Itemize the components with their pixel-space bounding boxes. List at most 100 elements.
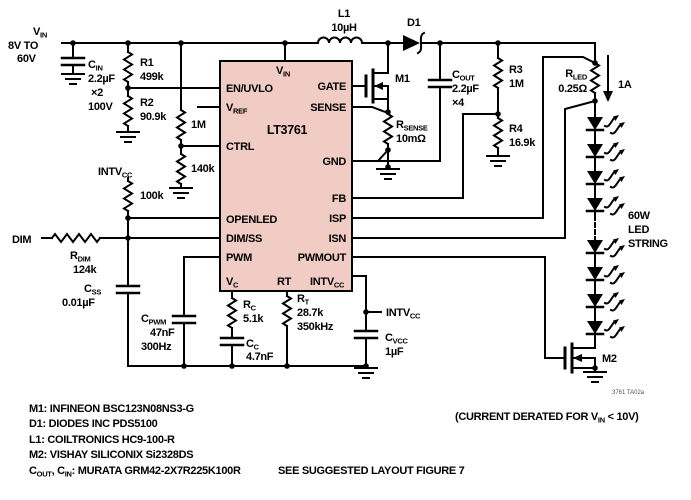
resistor-rc-symbol [227, 297, 237, 329]
rsense-value: 10mΩ [396, 133, 426, 145]
cin-ref: CIN [88, 59, 103, 73]
rdim-ref: RDIM [70, 250, 91, 264]
ic-pin-intvcc: INTVCC [310, 276, 345, 290]
vin-range-2: 60V [17, 53, 37, 65]
rled-ref: RLED [565, 68, 588, 82]
led-symbol [585, 292, 605, 309]
ic-pin-pwm: PWM [226, 252, 252, 264]
inductor-l1-symbol [316, 36, 364, 45]
resistor-100k-symbol [123, 180, 133, 212]
ic-pin-rt: RT [277, 276, 292, 288]
css-ref: CSS [84, 283, 101, 297]
led-symbol [585, 319, 605, 336]
resistor-r1-symbol [123, 51, 133, 83]
l1-value: 10µH [331, 22, 357, 34]
r2-ref: R2 [140, 97, 154, 109]
rdivbot-value: 140k [191, 163, 215, 175]
ic-pin-labels: VIN EN/UVLO VREF LT3761 CTRL OPENLED DIM… [226, 65, 347, 290]
note-m1: M1: INFINEON BSC123N08NS3-G [29, 403, 194, 415]
ground-symbol [169, 187, 193, 199]
ic-pin-openled: OPENLED [226, 214, 277, 226]
led-light-arrows [604, 114, 626, 339]
cpwm-freq: 300Hz [141, 341, 172, 353]
led-string-line2: LED [628, 224, 649, 236]
ground-symbol [583, 371, 607, 383]
diode-d1-cathode [416, 31, 426, 55]
r100k-value: 100k [140, 190, 164, 202]
cc-ref: CC [246, 338, 260, 352]
r3-value: 1M [509, 78, 524, 90]
ic-pin-isp: ISP [329, 213, 346, 225]
ic-pin-sense: SENSE [310, 102, 346, 114]
cvcc-value: 1µF [385, 346, 404, 358]
ground-symbol [116, 131, 140, 143]
rc-value: 5.1k [243, 313, 264, 325]
resistor-rsense-symbol [383, 113, 393, 145]
note-layout: SEE SUGGESTED LAYOUT FIGURE 7 [278, 465, 465, 477]
cpwm-ref: CPWM [141, 313, 166, 327]
r1-ref: R1 [140, 57, 154, 69]
rdim-value: 124k [73, 264, 97, 276]
current-arrowhead [603, 91, 613, 102]
r3-ref: R3 [509, 64, 523, 76]
led-symbol [585, 169, 605, 186]
capacitor-cvcc-symbol [353, 329, 379, 340]
cout-qty: ×4 [452, 97, 465, 109]
cpwm-value: 47nF [150, 327, 175, 339]
rc-ref: RC [243, 299, 257, 313]
cin-value: 2.2µF [88, 73, 115, 85]
cin-qty: ×2 [91, 87, 103, 99]
rt-ref: RT [297, 293, 310, 307]
led-symbol [585, 196, 605, 213]
resistor-rdim-symbol [51, 233, 101, 243]
led-string-line3: STRING [628, 238, 668, 250]
ground-symbol [486, 155, 510, 167]
note-l1: L1: COILTRONICS HC9-100-R [29, 434, 175, 446]
ic-pin-gate: GATE [317, 81, 346, 93]
ic-part-number: LT3761 [267, 123, 308, 137]
component-labels: VIN 8V TO 60V CIN 2.2µF ×2 100V R1 499k … [8, 8, 668, 365]
capacitor-cc-symbol [219, 336, 245, 347]
resistor-r2-symbol [123, 95, 133, 127]
resistor-1m-symbol [176, 109, 186, 141]
led-current-label: 1A [618, 79, 632, 91]
dim-input-label: DIM [12, 234, 31, 246]
note-derating: (CURRENT DERATED FOR VIN < 10V) [455, 411, 639, 425]
intvcc-right-label: INTVCC [386, 307, 421, 321]
cvcc-ref: CVCC [385, 332, 408, 346]
ic-pin-gnd: GND [322, 156, 346, 168]
rt-value: 28.7k [297, 307, 324, 319]
ic-pin-pwmout: PWMOUT [298, 252, 347, 264]
led-symbol [585, 265, 605, 282]
led-symbol [585, 142, 605, 159]
led-symbol [585, 238, 605, 255]
rdivtop-value: 1M [191, 119, 206, 131]
rsense-ref: RSENSE [396, 119, 428, 133]
ground-symbol [61, 73, 85, 85]
led-string-line1: 60W [628, 210, 651, 222]
m1-ref: M1 [395, 73, 410, 85]
led-symbol [585, 115, 605, 132]
cin-rating: 100V [88, 101, 113, 113]
component-symbols [51, 35, 626, 383]
ic-pin-en-uvlo: EN/UVLO [226, 83, 274, 95]
vin-label: VIN [33, 26, 47, 40]
cout-value: 2.2µF [452, 83, 479, 95]
ic-body [219, 60, 353, 292]
mosfet-plates [364, 68, 574, 374]
ic-pin-vref: VREF [226, 102, 248, 116]
cc-value: 4.7nF [246, 351, 274, 363]
rled-value: 0.25Ω [558, 83, 587, 95]
ic-pin-isn: ISN [329, 233, 347, 245]
ic-pin-fb: FB [332, 193, 346, 205]
ic-pin-dim-ss: DIM/SS [226, 233, 262, 245]
rt-freq: 350kHz [297, 321, 334, 333]
ic-pin-vin: VIN [276, 65, 290, 79]
intvcc-left-label: INTVCC [98, 166, 133, 180]
vin-range-1: 8V TO [8, 40, 39, 52]
r4-ref: R4 [509, 123, 524, 135]
ic-pin-ctrl: CTRL [226, 141, 255, 153]
note-caps: COUT, CIN: MURATA GRM42-2X7R225K100R [29, 465, 241, 479]
note-m2: M2: VISHAY SILICONIX Si2328DS [29, 449, 193, 461]
